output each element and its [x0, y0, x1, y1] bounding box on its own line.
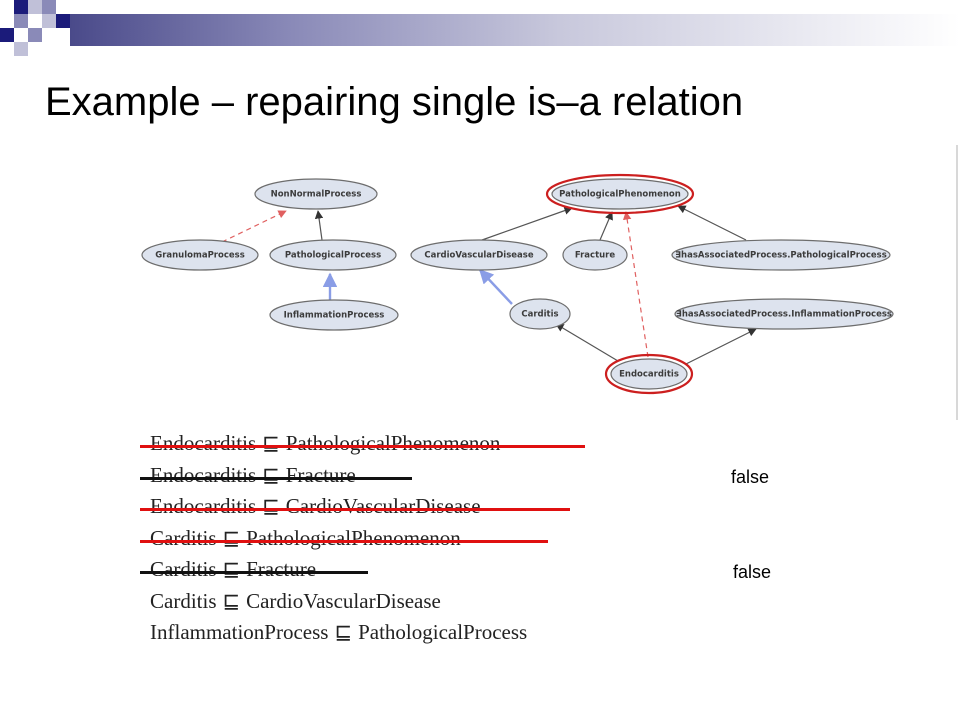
axiom-subclass: Endocarditis: [150, 494, 257, 518]
strikethrough-line: [140, 571, 368, 574]
axiom-row: Carditis⊑CardioVascularDisease: [150, 586, 527, 618]
divider: [956, 145, 958, 420]
axiom-superclass: PathologicalPhenomenon: [246, 525, 461, 550]
strikethrough-line: [140, 445, 585, 448]
header-square-decoration: [0, 28, 14, 42]
node-cardiovasculardisease: CardioVascularDisease: [410, 239, 548, 271]
edge-granuloma-to-nonnormal: [221, 210, 287, 243]
svg-text:PathologicalPhenomenon: PathologicalPhenomenon: [559, 190, 681, 200]
header-square-decoration: [14, 14, 28, 28]
axiom-superclass: PathologicalPhenomenon: [285, 431, 501, 455]
axiom-row: Carditis⊑Fracture: [140, 554, 527, 586]
axiom-superclass: CardioVascularDisease: [246, 588, 441, 613]
svg-text:NonNormalProcess: NonNormalProcess: [271, 190, 362, 200]
node-inflammationprocess: InflammationProcess: [269, 299, 399, 331]
axiom-list: Endocarditis⊑PathologicalPhenomenon Endo…: [140, 428, 585, 649]
edge-endocarditis-to-exists-infl: [685, 328, 757, 365]
edge-carditis-to-cardiovasc: [479, 268, 513, 305]
axiom-subclass: Endocarditis: [150, 431, 257, 455]
edge-cardiovasc-to-pathphen: [481, 206, 573, 241]
node-exists-hasassociatedprocess-pathologicalprocess: ∃hasAssociatedProcess.PathologicalProces…: [671, 239, 891, 271]
axiom-row: InflammationProcess⊑PathologicalProcess: [150, 617, 527, 649]
subsumption-symbol: ⊑: [262, 462, 280, 487]
edge-endocarditis-to-pathphen: [622, 211, 649, 358]
header-square-decoration: [0, 0, 14, 14]
subsumption-symbol: ⊑: [262, 494, 280, 518]
svg-text:PathologicalProcess: PathologicalProcess: [285, 251, 381, 261]
svg-text:∃hasAssociatedProcess.Inflamma: ∃hasAssociatedProcess.InflammationProces…: [676, 310, 892, 320]
svg-text:InflammationProcess: InflammationProcess: [284, 311, 385, 321]
verdict-label: false: [733, 562, 772, 582]
strikethrough-line: [140, 539, 548, 543]
axiom-subclass: Carditis: [150, 588, 217, 613]
header-square-decoration: [42, 0, 56, 14]
svg-text:∃hasAssociatedProcess.Patholog: ∃hasAssociatedProcess.PathologicalProces…: [675, 251, 887, 261]
strikethrough-line: [140, 476, 412, 480]
node-pathologicalprocess: PathologicalProcess: [269, 239, 397, 271]
slide-title: Example – repairing single is–a relation: [45, 80, 744, 124]
header-square-decoration: [28, 28, 42, 42]
header-square-decoration: [42, 14, 56, 28]
header-square-decoration: [56, 14, 70, 28]
header-square-decoration: [14, 42, 28, 56]
node-nonnormalprocess: NonNormalProcess: [254, 178, 378, 210]
header-square-decoration: [14, 0, 28, 14]
edge-exists-path-to-pathphen: [677, 205, 747, 241]
header-gradient-bar: [70, 14, 960, 46]
subsumption-symbol: ⊑: [222, 588, 241, 613]
svg-text:CardioVascularDisease: CardioVascularDisease: [424, 251, 533, 261]
header-square-decoration: [28, 0, 42, 14]
axiom-subclass: Endocarditis: [150, 462, 257, 487]
node-fracture: Fracture: [562, 239, 628, 271]
subsumption-symbol: ⊑: [222, 525, 241, 550]
axiom-subclass: InflammationProcess: [150, 620, 329, 644]
node-granulomaprocess: GranulomaProcess: [141, 239, 259, 271]
axiom-row: Endocarditis⊑PathologicalPhenomenon: [140, 428, 585, 460]
edge-endocarditis-to-carditis: [555, 323, 619, 362]
edge-fracture-to-pathphen: [599, 211, 613, 241]
ontology-graph: NonNormalProcess GranulomaProcess Pathol…: [141, 173, 894, 395]
axiom-superclass: Fracture: [285, 462, 356, 487]
node-pathologicalphenomenon: PathologicalPhenomenon: [545, 173, 695, 215]
subsumption-symbol: ⊑: [334, 620, 353, 644]
axiom-superclass: PathologicalProcess: [358, 620, 528, 644]
svg-text:Fracture: Fracture: [575, 251, 616, 261]
subsumption-symbol: ⊑: [222, 557, 241, 581]
svg-text:Endocarditis: Endocarditis: [619, 370, 679, 380]
edge-pathprocess-to-nonnormal: [314, 210, 324, 241]
node-exists-hasassociatedprocess-inflammationprocess: ∃hasAssociatedProcess.InflammationProces…: [674, 298, 894, 330]
axiom-subclass: Carditis: [150, 557, 217, 581]
svg-text:Carditis: Carditis: [521, 310, 558, 320]
axiom-row: Carditis⊑PathologicalPhenomenon: [140, 523, 548, 555]
node-endocarditis: Endocarditis: [604, 353, 694, 395]
verdict-label: false: [731, 467, 770, 487]
axiom-subclass: Carditis: [150, 525, 217, 550]
node-carditis: Carditis: [509, 298, 571, 330]
svg-text:GranulomaProcess: GranulomaProcess: [155, 251, 245, 261]
axiom-row: Endocarditis⊑CardioVascularDisease: [140, 491, 570, 523]
strikethrough-line: [140, 508, 570, 511]
axiom-row: Endocarditis⊑Fracture: [140, 460, 527, 492]
axiom-superclass: CardioVascularDisease: [285, 494, 481, 518]
subsumption-symbol: ⊑: [262, 431, 280, 455]
axiom-superclass: Fracture: [246, 557, 317, 581]
